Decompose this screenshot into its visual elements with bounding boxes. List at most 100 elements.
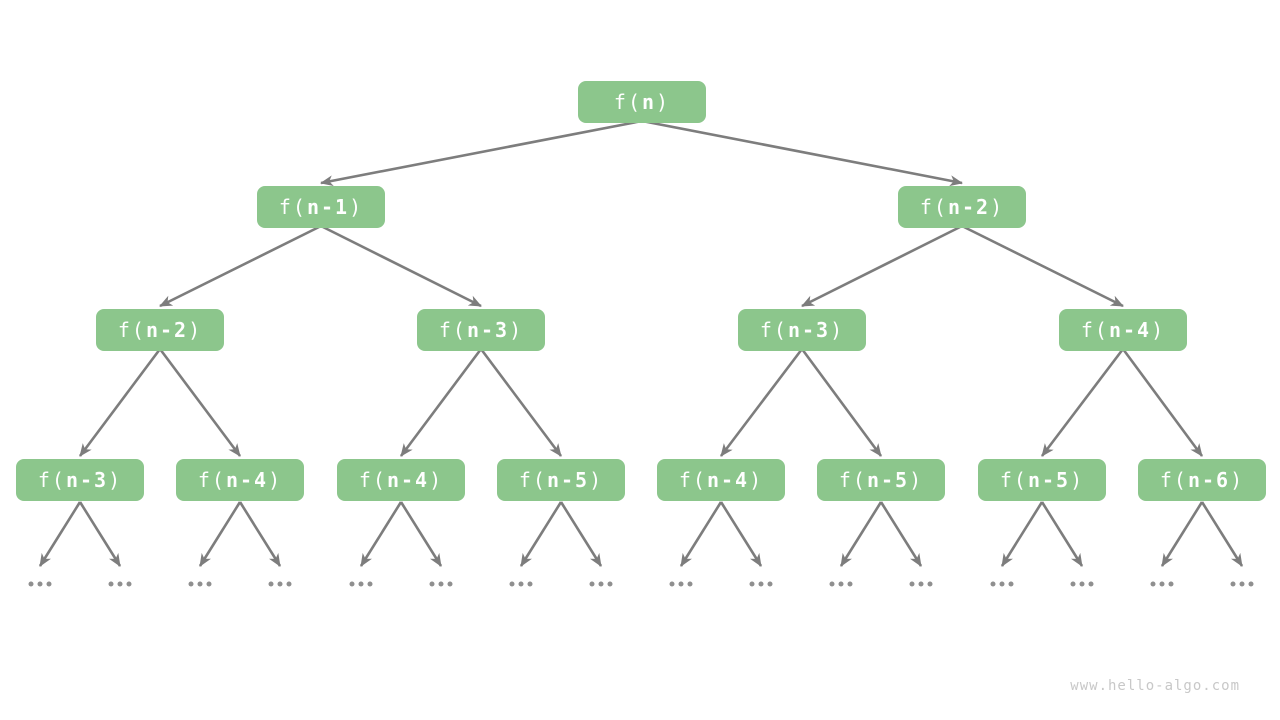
- ellipsis-dot: [607, 581, 613, 587]
- ellipsis: [749, 581, 773, 587]
- ellipsis: [1150, 581, 1174, 587]
- ellipsis-dot: [1008, 581, 1014, 587]
- ellipsis-dot: [1159, 581, 1165, 587]
- tree-node: f(n-4): [176, 459, 304, 501]
- node-label-suffix: ): [1070, 468, 1085, 492]
- node-label-prefix: f(: [759, 318, 788, 342]
- node-label-prefix: f(: [117, 318, 146, 342]
- ellipsis-dot: [527, 581, 533, 587]
- tree-node: f(n-5): [497, 459, 625, 501]
- edge-arrow: [479, 348, 563, 457]
- edge-arrow: [198, 501, 242, 567]
- edge-arrow: [1040, 501, 1084, 567]
- tree-node: f(n-4): [1059, 309, 1187, 351]
- edge-arrow: [839, 501, 883, 567]
- edge-arrow: [159, 224, 322, 308]
- tree-node: f(n-1): [257, 186, 385, 228]
- edge-arrow: [719, 348, 804, 457]
- ellipsis-dot: [598, 581, 604, 587]
- ellipsis-dot: [758, 581, 764, 587]
- ellipsis-dot: [349, 581, 355, 587]
- ellipsis-dot: [46, 581, 52, 587]
- node-label-prefix: f(: [438, 318, 467, 342]
- edge-arrow: [719, 501, 763, 567]
- ellipsis-dot: [117, 581, 123, 587]
- node-label-arg: n-2: [145, 318, 189, 342]
- node-label-arg: n-1: [306, 195, 350, 219]
- ellipsis-dot: [28, 581, 34, 587]
- node-label-prefix: f(: [518, 468, 547, 492]
- tree-node: f(n-2): [898, 186, 1026, 228]
- ellipsis-dot: [268, 581, 274, 587]
- node-label-prefix: f(: [999, 468, 1028, 492]
- tree-node: f(n-2): [96, 309, 224, 351]
- tree-node: f(n-4): [657, 459, 785, 501]
- ellipsis-dot: [108, 581, 114, 587]
- ellipsis-dot: [990, 581, 996, 587]
- ellipsis: [509, 581, 533, 587]
- ellipsis: [108, 581, 132, 587]
- node-label-suffix: ): [268, 468, 283, 492]
- tree-node: f(n): [578, 81, 706, 123]
- ellipsis-dot: [447, 581, 453, 587]
- ellipsis-dot: [847, 581, 853, 587]
- edge-arrow: [641, 119, 963, 187]
- ellipsis: [669, 581, 693, 587]
- ellipsis-dot: [277, 581, 283, 587]
- ellipsis-dot: [429, 581, 435, 587]
- node-label-prefix: f(: [197, 468, 226, 492]
- edge-arrow: [320, 119, 643, 187]
- ellipsis-dot: [1239, 581, 1245, 587]
- edge-arrow: [1040, 348, 1125, 457]
- node-label-suffix: ): [509, 318, 524, 342]
- node-label-prefix: f(: [37, 468, 66, 492]
- node-label-arg: n: [642, 90, 657, 114]
- ellipsis-dot: [358, 581, 364, 587]
- ellipsis-dot: [687, 581, 693, 587]
- edge-arrow: [1000, 501, 1044, 567]
- ellipsis-dot: [999, 581, 1005, 587]
- tree-node: f(n-5): [978, 459, 1106, 501]
- edge-arrow: [961, 224, 1124, 308]
- ellipsis-dot: [838, 581, 844, 587]
- ellipsis-dot: [188, 581, 194, 587]
- node-label-prefix: f(: [838, 468, 867, 492]
- node-label-arg: n-4: [225, 468, 269, 492]
- edge-arrow: [399, 348, 483, 457]
- edge-arrow: [238, 501, 282, 567]
- ellipsis-dot: [518, 581, 524, 587]
- node-label-suffix: ): [1151, 318, 1166, 342]
- node-label-prefix: f(: [919, 195, 948, 219]
- ellipsis-dot: [669, 581, 675, 587]
- node-label-arg: n-5: [546, 468, 590, 492]
- edge-arrow: [320, 224, 482, 308]
- ellipsis: [990, 581, 1014, 587]
- edge-arrow: [78, 348, 162, 457]
- ellipsis-dot: [509, 581, 515, 587]
- node-label-suffix: ): [749, 468, 764, 492]
- ellipsis-dot: [589, 581, 595, 587]
- ellipsis: [349, 581, 373, 587]
- ellipsis-dot: [1150, 581, 1156, 587]
- ellipsis-dot: [927, 581, 933, 587]
- edge-arrow: [519, 501, 563, 567]
- node-label-suffix: ): [349, 195, 364, 219]
- tree-node: f(n-4): [337, 459, 465, 501]
- ellipsis: [829, 581, 853, 587]
- ellipsis: [1070, 581, 1094, 587]
- node-label-arg: n-3: [65, 468, 109, 492]
- node-label-suffix: ): [589, 468, 604, 492]
- ellipsis-dot: [1248, 581, 1254, 587]
- ellipsis-dot: [1079, 581, 1085, 587]
- tree-node: f(n-3): [16, 459, 144, 501]
- ellipsis-dot: [367, 581, 373, 587]
- edge-arrow: [158, 348, 242, 457]
- ellipsis-dot: [438, 581, 444, 587]
- tree-node: f(n-5): [817, 459, 945, 501]
- ellipsis-dot: [206, 581, 212, 587]
- node-label-arg: n-2: [947, 195, 991, 219]
- node-label-suffix: ): [108, 468, 123, 492]
- ellipsis-dot: [909, 581, 915, 587]
- node-label-suffix: ): [1230, 468, 1245, 492]
